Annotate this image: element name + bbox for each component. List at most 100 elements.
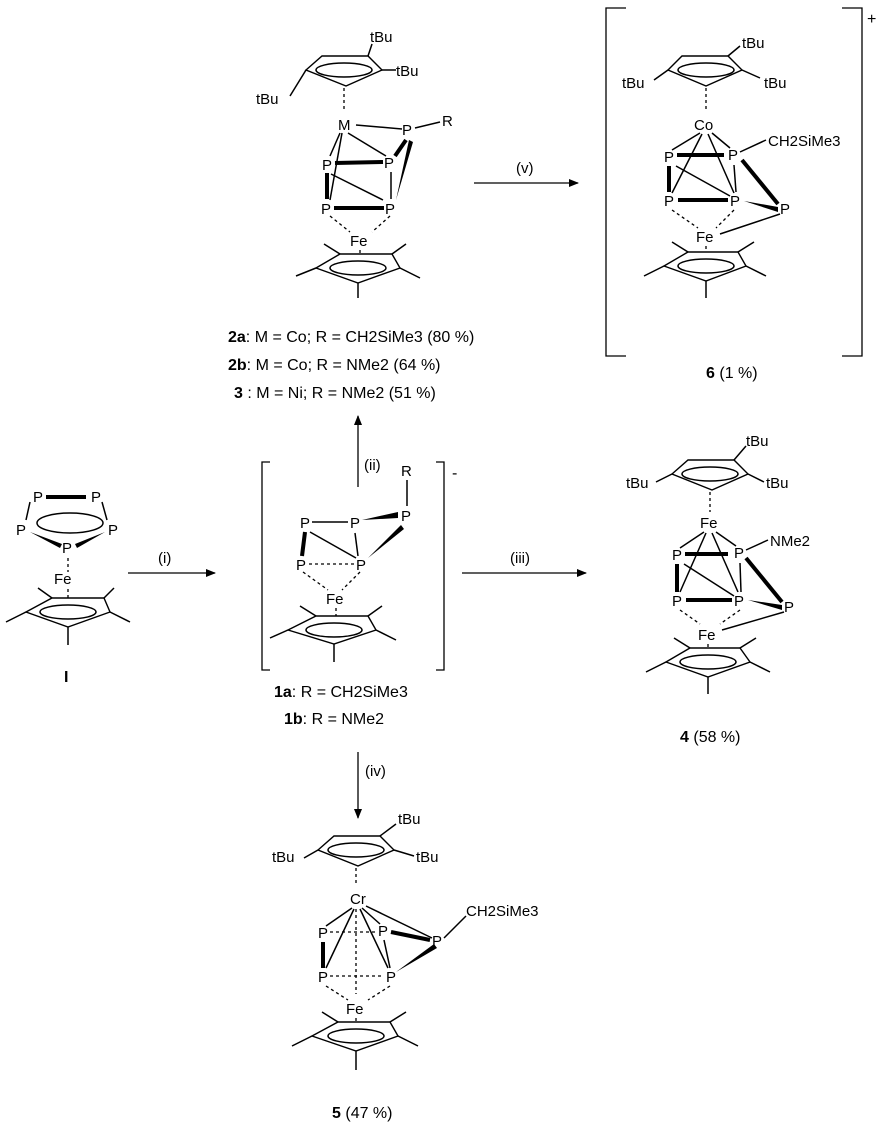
compound-3-caption: 3 : M = Ni; R = NMe2 (51 %) [234,385,436,402]
bond [359,908,389,969]
step-label: (i) [158,550,171,567]
tbu-label: tBu [622,75,645,92]
atom-p: P [402,122,412,139]
atom-p: P [672,547,682,564]
atom-p: P [16,522,26,539]
bond [719,213,781,235]
atom-fe: Fe [54,571,72,588]
arrow-step-v: (v) [474,160,579,187]
atom-fe: Fe [326,591,344,608]
atom-p: P [62,540,72,557]
cp-star-ligand [291,1011,419,1070]
atom-p: P [108,522,118,539]
atom-m: M [338,117,351,134]
ch2sime3-label: CH2SiMe3 [466,903,539,920]
bond [330,173,384,201]
tbu-label: tBu [766,475,789,492]
bond [390,930,431,942]
atom-p: P [432,933,442,950]
atom-fe: Fe [346,1001,364,1018]
atom-p: P [734,593,744,610]
compound-label-I: I [64,669,68,686]
bond [679,609,701,625]
atom-p: P [350,515,360,532]
wedge-bond [748,600,782,610]
bond [733,164,737,193]
bond [671,133,703,194]
bond [715,531,737,547]
tbu3-cp-ligand [653,45,761,87]
bond [309,531,357,559]
bond [707,133,735,194]
atom-r: R [442,113,453,130]
tbu-label: tBu [370,29,393,46]
atom-p: P [322,157,332,174]
atom-p: P [664,149,674,166]
atom-p: P [385,201,395,218]
atom-fe: Fe [350,233,368,250]
bond [383,939,391,969]
compound-4: tBu tBu tBu Fe P NMe2 P P P P Fe [626,433,810,746]
atom-p: P [401,508,411,525]
wedge-bond [75,532,105,548]
arrow-step-iv: (iv) [354,752,386,819]
bond [341,571,361,591]
bond [329,132,343,201]
compound-2a-caption: 2a: M = Co; R = CH2SiMe3 (80 %) [228,329,474,346]
bond [329,215,351,233]
bond [365,905,433,939]
atom-p: P [672,593,682,610]
wedge-bond [744,201,778,212]
atom-p: P [318,925,328,942]
atom-p: P [296,557,306,574]
atom-p: P [728,147,738,164]
bond [325,908,355,969]
atom-p: P [91,489,101,506]
atom-p: P [730,193,740,210]
compound-1: - R P P P P P Fe 1a: R = CH2SiMe3 1b: R … [261,461,457,728]
bond [679,532,707,593]
cyclo-p5-ring [36,512,104,534]
bracket-right [842,7,863,357]
bond [683,563,735,597]
wedge-bond [396,944,437,972]
tbu-label: tBu [764,75,787,92]
tbu3-cp-ligand [303,823,415,867]
atom-p: P [386,969,396,986]
bracket-right [436,461,445,671]
atom-co: Co [694,117,713,134]
tbu-label: tBu [416,849,439,866]
tbu-label: tBu [256,91,279,108]
bond [371,215,391,233]
ch2sime3-label: CH2SiMe3 [768,133,841,150]
bond [711,532,739,593]
bond [325,907,353,927]
atom-p: P [318,969,328,986]
step-label: (ii) [364,457,381,474]
wedge-bond [30,532,62,548]
compound-4-caption: 4 (58 %) [680,729,740,746]
bond [347,132,387,157]
compound-2: tBu tBu tBu M P R P P P P Fe [228,29,474,402]
bracket-left [261,461,270,671]
atom-p: P [780,201,790,218]
tbu-label: tBu [272,849,295,866]
bond [715,209,735,229]
atom-p: P [33,489,43,506]
bond [719,609,741,625]
atom-p: P [321,201,331,218]
compound-1a-caption: 1a: R = CH2SiMe3 [274,684,408,701]
nme2-label: NMe2 [770,533,810,550]
tbu3-cp-ligand [655,445,765,491]
bond [367,985,391,1001]
tbu3-cp-ligand [289,43,396,97]
arrow-step-i: (i) [128,550,216,577]
tbu-label: tBu [742,35,765,52]
atom-p: P [378,923,388,940]
bond [671,132,701,151]
bond [334,160,384,165]
bond [745,539,769,551]
bond [325,985,349,1001]
bond [302,571,329,591]
